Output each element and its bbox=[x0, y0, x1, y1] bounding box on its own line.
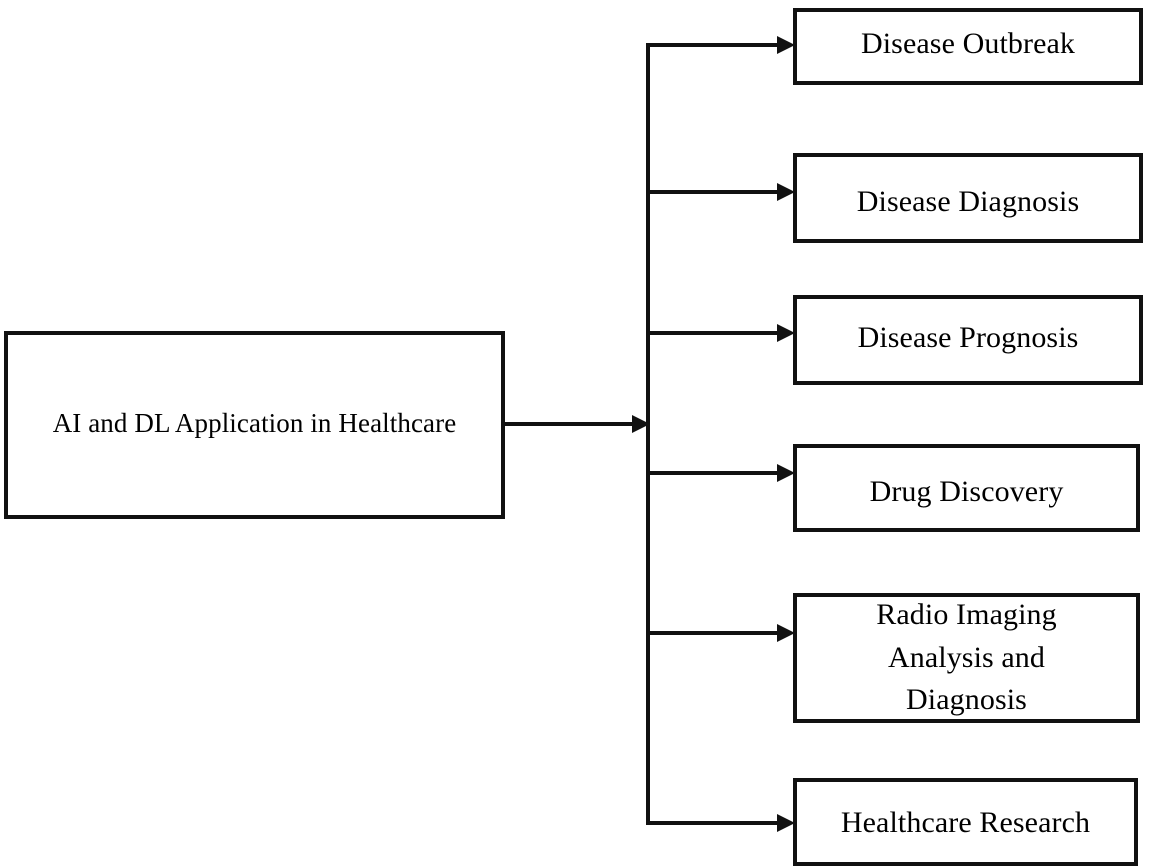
node-drug-discovery-label: Drug Discovery bbox=[869, 474, 1064, 508]
node-healthcare-research-label: Healthcare Research bbox=[840, 805, 1091, 839]
node-root-label: AI and DL Application in Healthcare bbox=[52, 408, 457, 439]
arrowhead-root-to-spine bbox=[632, 415, 650, 433]
node-healthcare-research[interactable]: Healthcare Research bbox=[793, 778, 1138, 866]
node-ai-dl-application-in-healthcare[interactable]: AI and DL Application in Healthcare bbox=[4, 331, 505, 519]
node-disease-prognosis[interactable]: Disease Prognosis bbox=[793, 295, 1143, 385]
node-disease-diagnosis-label: Disease Diagnosis bbox=[856, 184, 1080, 218]
node-disease-prognosis-label: Disease Prognosis bbox=[857, 320, 1079, 354]
node-disease-diagnosis[interactable]: Disease Diagnosis bbox=[793, 153, 1143, 243]
node-radio-imaging-analysis-and-diagnosis[interactable]: Radio Imaging Analysis and Diagnosis bbox=[793, 593, 1140, 723]
node-radio-imaging-label: Radio Imaging Analysis and Diagnosis bbox=[876, 598, 1057, 717]
node-disease-outbreak[interactable]: Disease Outbreak bbox=[793, 8, 1143, 85]
node-drug-discovery[interactable]: Drug Discovery bbox=[793, 444, 1140, 532]
node-disease-outbreak-label: Disease Outbreak bbox=[860, 27, 1076, 61]
